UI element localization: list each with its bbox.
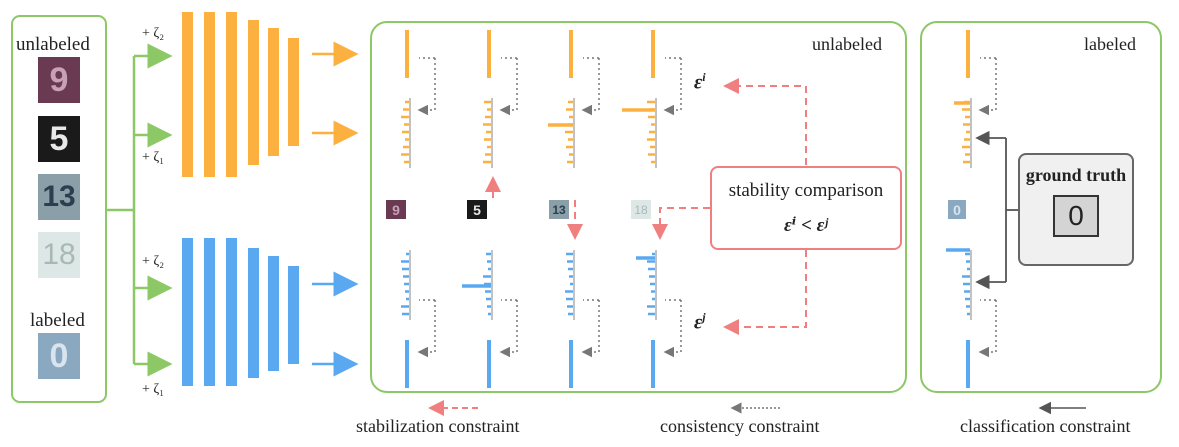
panel-thumb-labeled: 0 [948, 200, 966, 219]
consistency-arrow-top-4 [663, 58, 682, 116]
consistency-arrow-bottom-4 [663, 300, 682, 358]
noise-zeta1-top: + ζ₁ [142, 150, 165, 165]
stability-comparison-title: stability comparison [728, 180, 884, 201]
network-blue [182, 238, 299, 386]
unlabeled-panel-title: unlabeled [812, 34, 882, 54]
output-columns [401, 30, 997, 388]
legend-classification-text: classification constraint [960, 416, 1131, 436]
consistency-arrow-top-1 [417, 58, 436, 116]
stabilization-arrows [485, 78, 807, 335]
thumb-unlabeled-2: 5 [38, 116, 80, 162]
noise-zeta1-bottom: + ζ₁ [142, 382, 165, 397]
input-branch-arrows [106, 43, 173, 377]
consistency-arrow-bottom-5 [978, 300, 997, 358]
labeled-panel-title: labeled [1084, 34, 1136, 54]
panel-thumb-4: 18 [631, 200, 651, 219]
network-orange [182, 12, 299, 177]
consistency-arrow-top-3 [581, 58, 600, 116]
legend-consistency-text: consistency constraint [660, 416, 820, 436]
input-labeled-title: labeled [30, 310, 85, 331]
consistency-arrow-bottom-3 [581, 300, 600, 358]
ground-truth-value: 0 [1053, 195, 1099, 237]
stability-comparison-box: stability comparison εⁱ < εʲ [710, 166, 902, 250]
noise-zeta2-top: + ζ₂ [142, 26, 165, 41]
legend-stabilization-text: stabilization constraint [356, 416, 520, 436]
input-unlabeled-title: unlabeled [16, 34, 90, 55]
panel-thumb-2: 5 [467, 200, 487, 219]
thumb-unlabeled-3: 13 [38, 174, 80, 220]
consistency-arrow-top-5 [978, 58, 997, 116]
thumb-labeled-1: 0 [38, 333, 80, 379]
unlabeled-panel [370, 21, 907, 393]
epsilon-j-label: εj [694, 310, 706, 334]
thumb-unlabeled-1: 9 [38, 57, 80, 103]
classification-arrows [975, 130, 1018, 290]
consistency-arrow-bottom-2 [499, 300, 518, 358]
stability-comparison-formula: εⁱ < εʲ [783, 215, 828, 236]
network-output-arrows [312, 41, 359, 377]
epsilon-i-label: εi [694, 70, 706, 94]
ground-truth-title: ground truth [1025, 165, 1127, 185]
consistency-arrow-bottom-1 [417, 300, 436, 358]
consistency-arrow-top-2 [499, 58, 518, 116]
labeled-panel [920, 21, 1162, 393]
noise-zeta2-bottom: + ζ₂ [142, 254, 165, 269]
panel-thumb-1: 9 [386, 200, 406, 219]
panel-thumb-3: 13 [549, 200, 569, 219]
ground-truth-box: ground truth 0 [1018, 153, 1134, 266]
thumb-unlabeled-4: 18 [38, 232, 80, 278]
